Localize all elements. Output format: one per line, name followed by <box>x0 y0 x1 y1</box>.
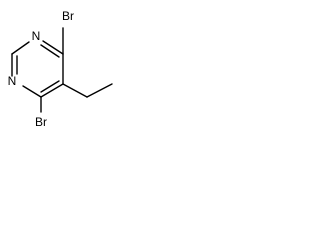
chemical-structure: N N Br Br <box>8 9 113 129</box>
bond-c5-c4-inner <box>40 80 60 93</box>
bond-ethyl-ch3 <box>86 83 113 98</box>
atom-label-nitrogen-top: N <box>32 29 41 43</box>
bond-c2-n1 <box>11 41 30 55</box>
bond-c5-ethyl <box>62 83 88 98</box>
bond-c4-n3 <box>22 85 42 98</box>
atom-label-bromine-bottom: Br <box>35 115 47 129</box>
bond-c5-c4 <box>40 83 64 98</box>
bond-n1-c6 <box>42 40 64 55</box>
atom-label-bromine-top: Br <box>62 9 74 23</box>
bond-n1-c6-inner <box>40 44 60 58</box>
atom-label-nitrogen-bottom: N <box>8 74 17 88</box>
